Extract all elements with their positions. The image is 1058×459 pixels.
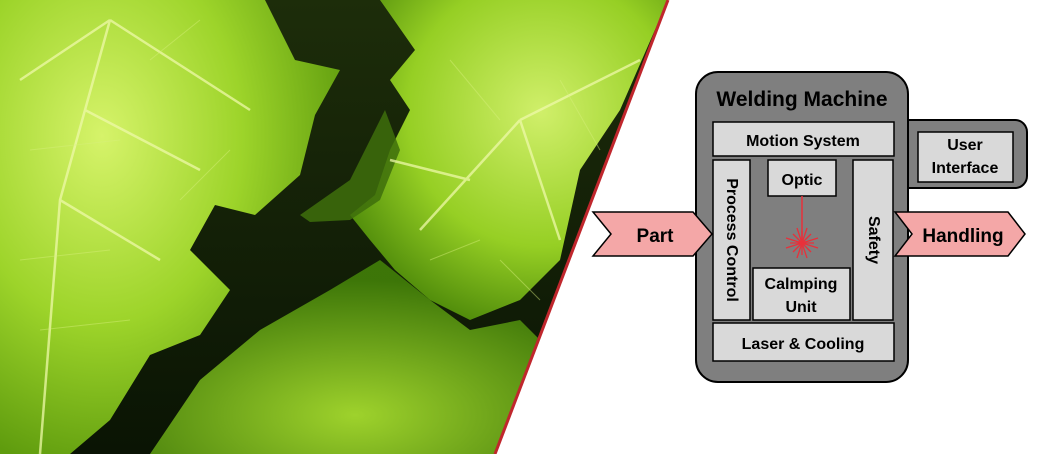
user-interface-box	[917, 131, 1014, 183]
leaf-photo	[0, 0, 668, 454]
user-interface-label-2: Interface	[932, 160, 999, 177]
clamping-unit-box	[752, 267, 851, 321]
laser-cooling-label: Laser & Cooling	[742, 336, 865, 353]
handling-arrow-label: Handling	[922, 226, 1003, 247]
process-control-label: Process Control	[723, 178, 740, 302]
leaf-right	[350, 0, 668, 320]
laser-focus-point	[799, 240, 805, 246]
leaf-foreground	[150, 260, 560, 454]
handling-output-arrow	[893, 211, 1026, 257]
optic-label: Optic	[782, 172, 823, 189]
leaf-shadow-fold	[300, 110, 400, 222]
red-divider-line	[493, 0, 670, 455]
safety-label: Safety	[865, 216, 882, 264]
clamping-unit-label-1: Calmping	[765, 276, 838, 293]
safety-box	[852, 159, 894, 321]
clamping-unit-label-2: Unit	[785, 299, 817, 316]
process-control-box	[712, 159, 751, 321]
motion-system-box	[712, 121, 895, 157]
welding-machine-title: Welding Machine	[716, 88, 887, 111]
leaf-veins	[19, 18, 641, 454]
user-interface-label-1: User	[947, 137, 983, 154]
part-input-arrow	[591, 211, 713, 257]
part-arrow-label: Part	[637, 226, 675, 247]
motion-system-label: Motion System	[746, 133, 860, 150]
welding-machine-diagram: User Interface Welding Machine Motion Sy…	[591, 71, 1028, 383]
laser-cooling-box	[712, 322, 895, 362]
